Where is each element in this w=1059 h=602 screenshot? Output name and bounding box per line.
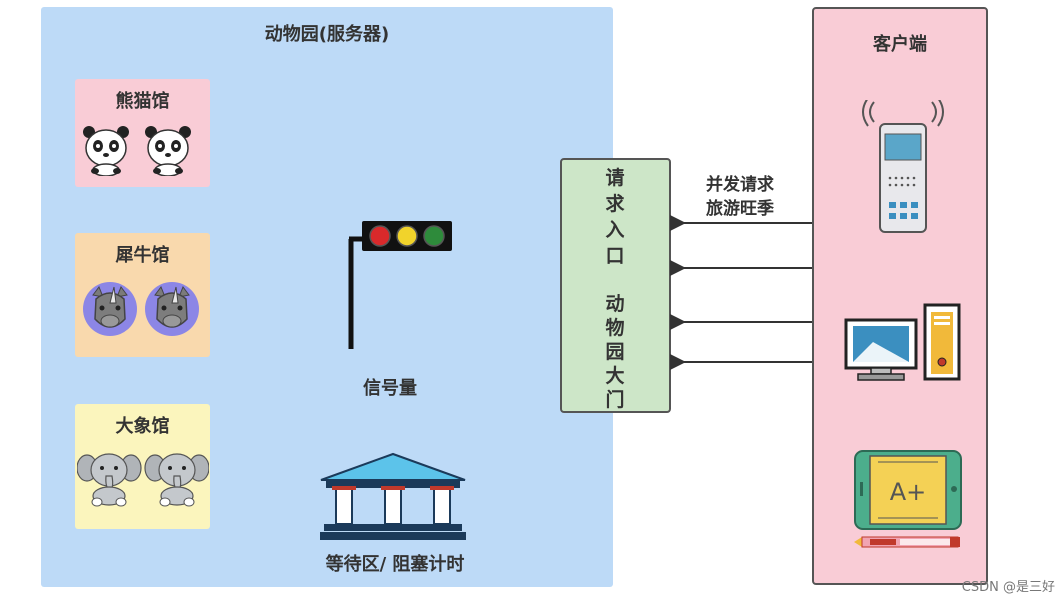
grade-mark-icon: A+ xyxy=(890,478,927,506)
client-title: 客户端 xyxy=(873,34,927,55)
elephant-icon xyxy=(77,453,209,507)
watermark: CSDN @是三好 xyxy=(961,580,1055,595)
traffic-light-icon xyxy=(348,221,452,349)
building-icon xyxy=(320,452,466,540)
semaphore-label: 信号量 xyxy=(363,378,417,399)
concurrent-requests-label: 并发请求 xyxy=(706,175,774,195)
server-title: 动物园(服务器) xyxy=(264,24,390,45)
panda-icon xyxy=(83,126,191,176)
desktop-computer-icon xyxy=(844,303,961,381)
tablet-icon: A+ xyxy=(854,450,962,548)
gate-char: 园 xyxy=(605,341,625,363)
gate-char: 动 xyxy=(605,293,625,315)
gate-char: 物 xyxy=(605,317,625,339)
gate-char: 求 xyxy=(605,193,625,215)
gate-char: 口 xyxy=(605,245,625,267)
gate-char: 入 xyxy=(605,219,625,241)
request-arrows xyxy=(670,213,812,370)
rhino-hall-title: 犀牛馆 xyxy=(115,245,170,266)
gate-char: 门 xyxy=(605,389,625,411)
waiting-area-label: 等待区/ 阻塞计时 xyxy=(325,554,465,575)
rhino-hall: 犀牛馆 xyxy=(75,233,210,357)
zoo-gate: 请 求 入 口 动 物 园 大 门 xyxy=(560,158,671,413)
elephant-hall: 大象馆 xyxy=(75,404,210,529)
gate-char: 请 xyxy=(605,167,625,189)
panda-hall: 熊猫馆 xyxy=(75,79,210,187)
peak-season-label: 旅游旺季 xyxy=(706,199,774,219)
mobile-phone-icon xyxy=(862,100,944,233)
panda-hall-title: 熊猫馆 xyxy=(115,91,170,112)
elephant-hall-title: 大象馆 xyxy=(115,416,170,437)
rhino-icon xyxy=(83,282,199,336)
gate-char: 大 xyxy=(605,365,625,387)
